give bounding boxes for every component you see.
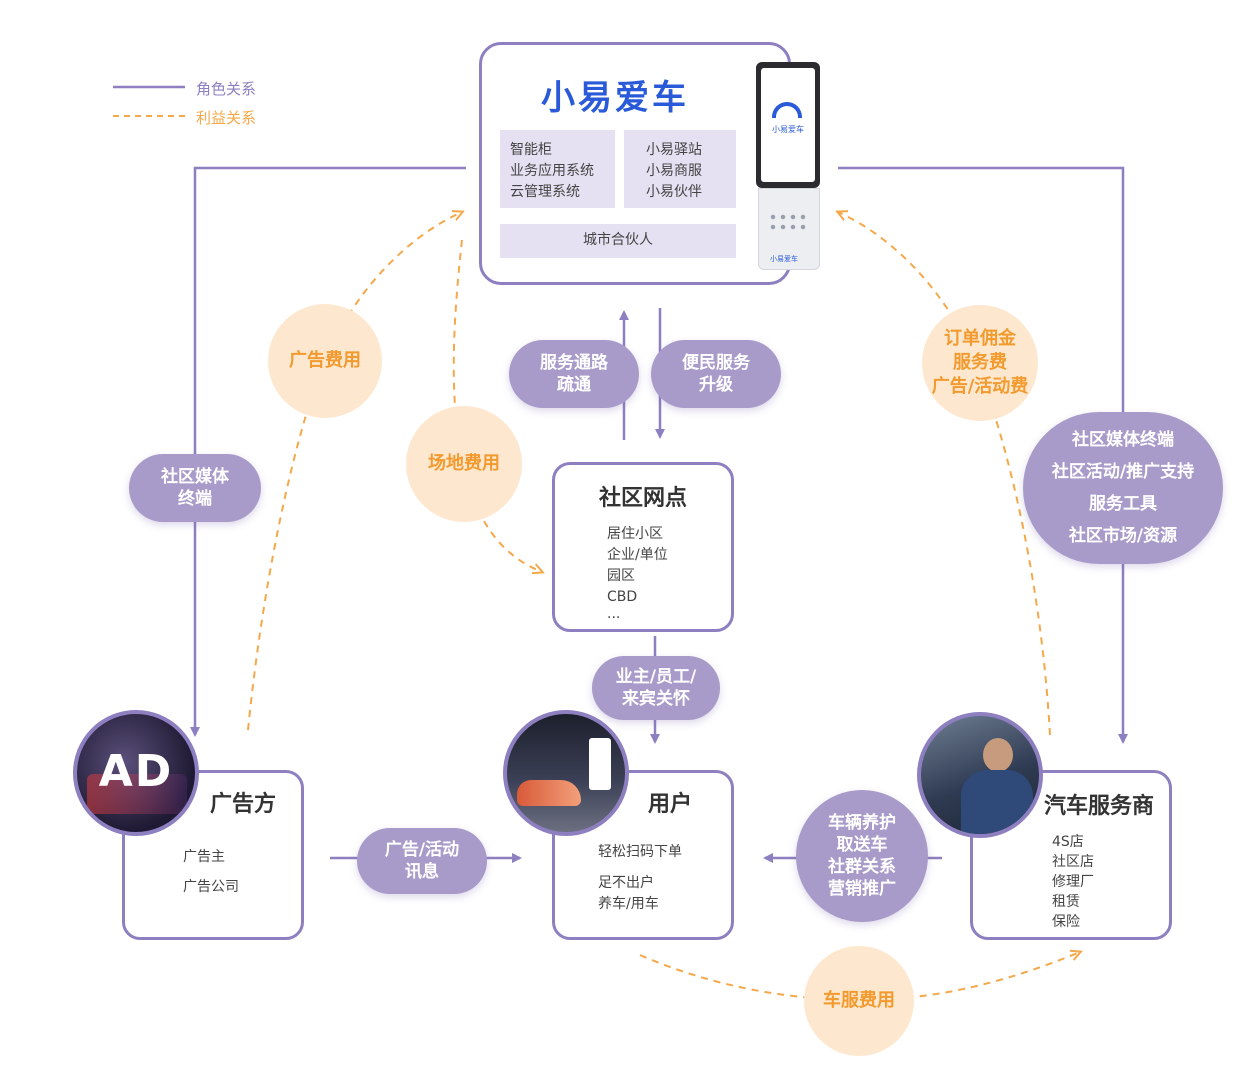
platform-title: 小易爱车	[541, 78, 689, 118]
advertiser-item: 广告公司	[183, 879, 239, 895]
advertiser-list: 广告主 广告公司	[183, 842, 239, 902]
pill-ad-info: 广告/活动 讯息	[357, 828, 487, 894]
pill-service-channel-line: 疏通	[557, 375, 591, 395]
pill-car-care-line: 车辆养护	[828, 812, 896, 833]
community-box	[552, 462, 734, 632]
edge-ad-fee	[247, 212, 462, 731]
pill-service-upgrade-line: 升级	[699, 375, 733, 395]
platform-right-item: 小易商服	[646, 163, 702, 179]
service-photo	[917, 712, 1043, 838]
pill-ad-info-line: 讯息	[405, 862, 439, 882]
pill-service-channel: 服务通路 疏通	[509, 340, 639, 408]
service-item: 4S店	[1052, 834, 1084, 850]
pill-service-channel-line: 服务通路	[540, 352, 608, 373]
platform-left-item: 业务应用系统	[510, 163, 594, 179]
user-item: 轻松扫码下单	[598, 844, 682, 860]
fee-car-service-line: 车服费用	[823, 989, 895, 1011]
service-item: 保险	[1052, 914, 1080, 930]
pill-ad-info-line: 广告/活动	[384, 839, 460, 860]
fee-venue: 场地费用	[406, 406, 522, 522]
pill-media-terminal: 社区媒体 终端	[129, 454, 261, 522]
legend-role-label: 角色关系	[196, 80, 257, 98]
community-item: CBD	[607, 589, 638, 605]
fee-order-line: 服务费	[953, 351, 1007, 373]
platform-right-cell: 小易驿站 小易商服 小易伙伴	[624, 130, 736, 208]
community-item: ...	[607, 606, 621, 622]
edge-order-fee	[838, 212, 1051, 736]
pill-care-line: 来宾关怀	[622, 689, 690, 709]
fee-order: 订单佣金 服务费 广告/活动费	[922, 305, 1038, 421]
service-photo-worker-body	[961, 770, 1033, 834]
service-item: 修理厂	[1052, 874, 1094, 890]
device-screen	[761, 68, 815, 182]
pill-car-care-line: 营销推广	[828, 879, 896, 900]
service-item: 社区店	[1052, 854, 1094, 870]
pill-support: 社区媒体终端 社区活动/推广支持 服务工具 社区市场/资源	[1023, 412, 1223, 564]
pill-service-upgrade: 便民服务 升级	[651, 340, 781, 408]
community-item: 居住小区	[607, 526, 663, 542]
edge-top-to-advertiser	[190, 166, 466, 737]
platform-left-item: 云管理系统	[510, 184, 580, 200]
community-title: 社区网点	[598, 486, 687, 511]
advertiser-photo: AD	[73, 710, 199, 836]
fee-ad: 广告费用	[268, 304, 382, 418]
advertiser-photo-text: AD	[98, 746, 174, 797]
platform-left-item: 智能柜	[510, 142, 552, 158]
fee-order-line: 订单佣金	[944, 327, 1016, 349]
community-list: 居住小区 企业/单位 园区 CBD ...	[607, 524, 668, 622]
user-photo-car	[517, 780, 581, 806]
advertiser-photo-glow	[87, 774, 187, 814]
user-title: 用户	[648, 792, 693, 817]
advertiser-item: 广告主	[183, 849, 225, 865]
smart-cabinet-device: 小易爱车 小易爱车	[756, 62, 826, 274]
pill-media-terminal-line: 社区媒体	[161, 466, 229, 487]
platform-bottom-cell: 城市合伙人	[500, 224, 736, 258]
pill-service-upgrade-line: 便民服务	[682, 352, 750, 373]
pill-support-line: 社区活动/推广支持	[1051, 462, 1195, 482]
device-cloud-icon	[772, 102, 802, 118]
platform-right-item: 小易伙伴	[646, 184, 702, 200]
pill-car-care: 车辆养护 取送车 社群关系 营销推广	[796, 790, 928, 922]
service-item: 租赁	[1052, 894, 1080, 910]
pill-care-line: 业主/员工/	[615, 666, 697, 687]
pill-care: 业主/员工/ 来宾关怀	[592, 656, 720, 720]
service-list: 4S店 社区店 修理厂 租赁 保险	[1052, 832, 1094, 932]
pill-car-care-line: 社群关系	[828, 857, 896, 877]
community-item: 企业/单位	[607, 547, 668, 563]
user-list: 轻松扫码下单 足不出户 养车/用车	[598, 842, 682, 915]
service-photo-worker-head	[983, 738, 1013, 772]
platform-left-cell: 智能柜 业务应用系统 云管理系统	[500, 130, 615, 208]
fee-ad-line: 广告费用	[289, 349, 361, 371]
pill-support-line: 社区媒体终端	[1072, 430, 1174, 450]
user-photo	[503, 710, 629, 836]
fee-venue-line: 场地费用	[428, 452, 500, 474]
community-item: 园区	[607, 568, 635, 584]
advertiser-title: 广告方	[210, 792, 277, 817]
pill-media-terminal-line: 终端	[178, 489, 212, 509]
user-item: 足不出户	[598, 875, 654, 891]
fee-car-service: 车服费用	[804, 946, 914, 1056]
service-title: 汽车服务商	[1044, 794, 1155, 819]
fee-order-line: 广告/活动费	[931, 376, 1029, 398]
pill-support-line: 社区市场/资源	[1068, 526, 1178, 546]
user-photo-kiosk	[589, 738, 611, 790]
device-keypad	[768, 212, 810, 232]
device-base-text: 小易爱车	[770, 255, 798, 263]
legend-benefit-label: 利益关系	[196, 109, 257, 127]
platform-right-item: 小易驿站	[646, 142, 702, 158]
device-logo-text: 小易爱车	[772, 125, 804, 134]
pill-support-line: 服务工具	[1089, 494, 1157, 514]
user-item: 养车/用车	[598, 896, 659, 912]
pill-car-care-line: 取送车	[836, 834, 888, 855]
